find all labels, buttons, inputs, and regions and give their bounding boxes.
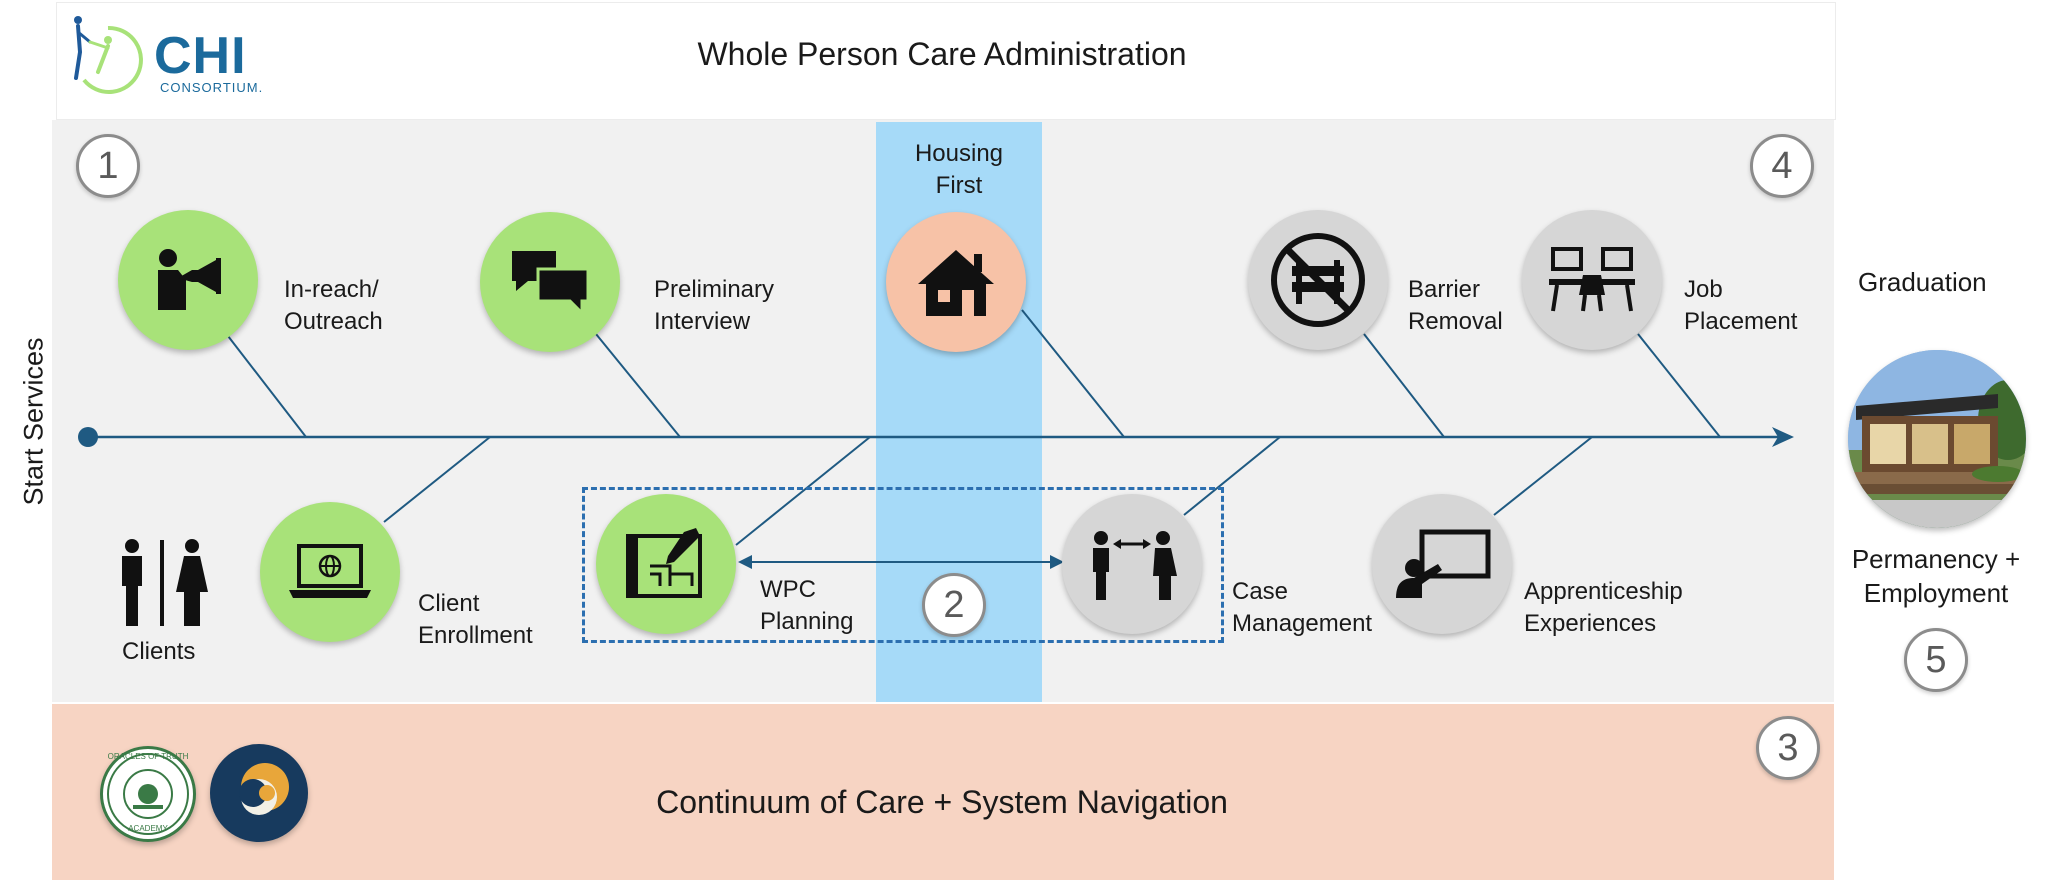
- apprenticeship-label: Apprenticeship Experiences: [1524, 578, 1683, 637]
- step-4-badge: 4: [1750, 134, 1814, 198]
- clients-icon: [110, 538, 214, 628]
- megaphone-person-icon: [158, 249, 221, 310]
- seal-emblem-icon: [107, 753, 189, 835]
- swirl-logo-icon: [239, 763, 289, 815]
- logo-subtitle: CONSORTIUM.: [160, 80, 264, 95]
- people-exchange-icon: [1093, 531, 1177, 600]
- modern-house-image: [1848, 350, 2026, 528]
- outreach-node: [118, 210, 258, 350]
- housing-first-label: Housing First: [914, 140, 1004, 199]
- enrollment-node: [260, 502, 400, 642]
- laptop-globe-icon: [289, 544, 371, 598]
- interview-label: Preliminary Interview: [654, 276, 775, 335]
- outcome-label: Permanency + Employment: [1851, 544, 2021, 608]
- blueprint-icon: [626, 528, 702, 598]
- job-label: Job Placement: [1684, 276, 1798, 335]
- home-photo: [1848, 350, 2026, 528]
- case-management-node: [1062, 494, 1202, 634]
- oracles-seal: [100, 746, 196, 842]
- chat-bubbles-icon: [512, 251, 590, 317]
- seal-text-bottom: ACADEMY: [128, 824, 168, 833]
- page-title: Whole Person Care Administration: [697, 36, 1187, 72]
- job-node: [1522, 210, 1662, 350]
- workstations-icon: [1549, 247, 1635, 312]
- logo-name: CHI: [154, 27, 247, 85]
- clients-label: Clients: [122, 638, 196, 665]
- outreach-label: In-reach/ Outreach: [284, 276, 383, 335]
- planning-group-box: [582, 487, 1224, 643]
- axis-arrowhead: [1772, 427, 1794, 447]
- barrier-label: Barrier Removal: [1408, 276, 1503, 335]
- footer-title: Continuum of Care + System Navigation: [656, 784, 1228, 820]
- step-3-badge: 3: [1756, 716, 1820, 780]
- presenter-board-icon: [1396, 529, 1491, 598]
- housing-node: [886, 212, 1026, 352]
- graduation-label: Graduation: [1858, 267, 1987, 297]
- logo-figure-icon: [74, 16, 143, 94]
- step-2-badge: 2: [922, 573, 986, 637]
- chi-logo: CHI CONSORTIUM.: [68, 12, 268, 96]
- planning-label: WPC Planning: [760, 576, 854, 635]
- axis-start-dot: [78, 427, 98, 447]
- case-management-label: Case Management: [1232, 578, 1373, 637]
- interview-node: [480, 212, 620, 352]
- enrollment-label: Client Enrollment: [418, 590, 533, 649]
- step-1-badge: 1: [76, 134, 140, 198]
- partner-logo: [210, 744, 308, 842]
- seal-text-top: ORACLES OF TRUTH: [107, 752, 189, 761]
- planning-node: [596, 494, 736, 634]
- step-5-badge: 5: [1904, 628, 1968, 692]
- apprenticeship-node: [1372, 494, 1512, 634]
- barrier-node: [1248, 210, 1388, 350]
- header-bar: [56, 2, 1836, 120]
- no-barrier-icon: [1271, 233, 1365, 327]
- start-services-label: Start Services: [18, 337, 49, 506]
- house-icon: [918, 250, 994, 316]
- footer-bar: [52, 704, 1834, 880]
